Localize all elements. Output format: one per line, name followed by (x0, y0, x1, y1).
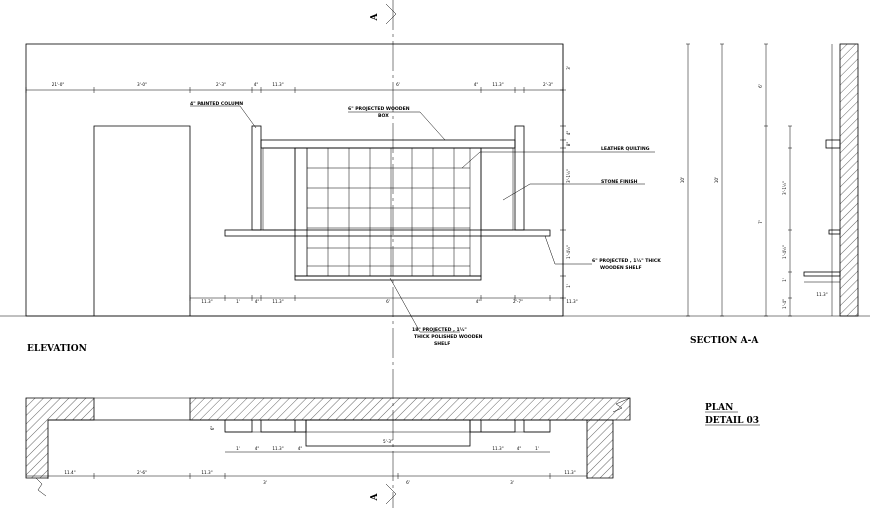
dim-text: 2'-6" (137, 470, 147, 475)
dim-text: 3'-0" (137, 82, 147, 87)
dim-text: 5'-3" (383, 439, 393, 444)
dim-text: 21'-0" (52, 82, 65, 87)
dim-text: 11.3" (492, 82, 503, 87)
dim-text: 11.3" (272, 446, 283, 451)
plan-wall-middle (189, 397, 631, 421)
dim-text: 11.3" (201, 470, 212, 475)
dim-text: 6' (758, 84, 763, 88)
section-title: SECTION A-A (690, 336, 759, 346)
dim-text: 4" (254, 82, 259, 87)
dim-text: 11.3" (564, 470, 575, 475)
dim-text: 1' (535, 446, 539, 451)
painted-column-right (514, 125, 525, 231)
dim-text: 1' (566, 284, 571, 288)
dim-text: 1' (236, 446, 240, 451)
section-box (825, 139, 841, 149)
dim-text: 4" (474, 82, 479, 87)
dim-text: 3' (510, 480, 514, 485)
dim-text: 11.4" (64, 470, 75, 475)
section-cut-line: A A (370, 0, 397, 508)
dim-text: 11.3" (201, 299, 212, 304)
plan-subtitle: DETAIL 03 (705, 416, 759, 426)
dim-text: 6' (396, 82, 400, 87)
plan-shelf (305, 419, 471, 447)
note-shelf-large: 18" PROJECTED , 1½" (412, 326, 467, 333)
note-projected-box-2: BOX (378, 113, 389, 119)
plan-wall-left (25, 397, 95, 479)
dim-text: 11.3" (272, 299, 283, 304)
dim-text: 11.3" (272, 82, 283, 87)
plan-break-line (612, 397, 631, 413)
dim-text: 6' (406, 480, 410, 485)
note-leather-quilting: LEATHER QUILTING (601, 146, 650, 152)
dim-text: 8" (566, 142, 571, 147)
elevation-top-dimensions: 21'-0" 3'-0" 2'-3" 4" 11.3" 6' 4" 11.3" … (25, 82, 564, 93)
dim-text: 7' (758, 220, 763, 224)
section-small-shelf (828, 229, 841, 235)
elevation-view: 21'-0" 3'-0" 2'-3" 4" 11.3" 6' 4" 11.3" … (0, 43, 870, 354)
quilting-grid (306, 148, 471, 276)
note-painted-column: 4" PAINTED COLUMN (190, 101, 243, 107)
dim-text: 11.3" (816, 292, 827, 297)
dim-text: 3' (566, 66, 571, 70)
section-marker-top: A (370, 12, 380, 21)
elevation-bottom-dimensions: 11.3" 1' 4" 11.3" 6' 4" 2'-7" 11.3" (189, 295, 578, 304)
painted-column-left (251, 125, 262, 231)
dim-text: 4" (298, 446, 303, 451)
elevation-annotations: 4" PAINTED COLUMN 6" PROJECTED WOODEN BO… (190, 101, 661, 347)
dim-text: 2'-3" (543, 82, 553, 87)
elevation-wall-outline (25, 43, 564, 317)
note-shelf-small: 6" PROJECTED , 1½" THICK (592, 257, 661, 264)
dim-text: 11.3" (492, 446, 503, 451)
section-arrow-bottom (385, 483, 397, 505)
dim-text: 4" (476, 299, 481, 304)
dim-text: 3' (263, 480, 267, 485)
polished-wooden-shelf-large (294, 275, 482, 281)
door-opening (93, 125, 191, 316)
wooden-shelf-small (224, 229, 551, 237)
dim-text: 1'-4½" (566, 245, 571, 259)
elevation-right-dimensions: 3' 4" 8" 3'-1½" 1'-4½" 1' (560, 44, 571, 316)
dim-text: 10' (680, 177, 685, 183)
dim-text: 4" (255, 446, 260, 451)
dim-text: 1'-4" (782, 299, 787, 309)
dim-text: 4" (566, 131, 571, 136)
dim-text: 6' (386, 299, 390, 304)
plan-wall-right (586, 419, 614, 479)
section-view: 11.3" 10' 10' 7' 6' 3'-1½" 1'-4½" 1' 1'-… (680, 43, 859, 346)
dim-text: 3'-1½" (782, 181, 787, 195)
dim-text: 1' (236, 299, 240, 304)
plan-break-line-left (35, 477, 47, 497)
section-dimensions (686, 43, 792, 317)
dim-text: 10' (714, 177, 719, 183)
dim-text: 1' (782, 278, 787, 282)
note-stone-finish: STONE FINISH (601, 179, 638, 185)
dim-text: 1'-4½" (782, 245, 787, 259)
section-marker-bottom: A (370, 492, 380, 501)
section-arrow-top (385, 3, 397, 25)
dim-text: 2'-7" (513, 299, 523, 304)
plan-dimensions: 1' 4" 11.3" 4" 11.3" 4" 1' 5'-3" 6" 11.4… (26, 426, 588, 485)
section-shelf (803, 271, 841, 277)
dim-text: 6" (210, 426, 215, 431)
note-shelf-small-2: WOODEN SHELF (600, 265, 642, 271)
dim-text: 3'-1½" (566, 169, 571, 183)
plan-title: PLAN (705, 403, 733, 413)
elevation-title: ELEVATION (27, 344, 87, 354)
dim-text: 2'-3" (216, 82, 226, 87)
dim-text: 4" (517, 446, 522, 451)
section-wall-hatch (839, 43, 859, 317)
plan-columns-and-box (224, 420, 551, 433)
stone-finish-left (262, 147, 296, 231)
note-shelf-large-2: THICK POLISHED WOODEN (414, 334, 483, 340)
stone-finish-right (480, 147, 514, 231)
dim-text: 4" (255, 299, 260, 304)
note-shelf-large-3: SHELF (434, 341, 450, 347)
plan-view: 1' 4" 11.3" 4" 11.3" 4" 1' 5'-3" 6" 11.4… (25, 397, 760, 497)
dim-text: 11.3" (566, 299, 577, 304)
leather-quilting-panel (294, 147, 482, 277)
projected-wooden-box (260, 139, 516, 149)
note-projected-box: 6" PROJECTED WOODEN (348, 106, 410, 112)
